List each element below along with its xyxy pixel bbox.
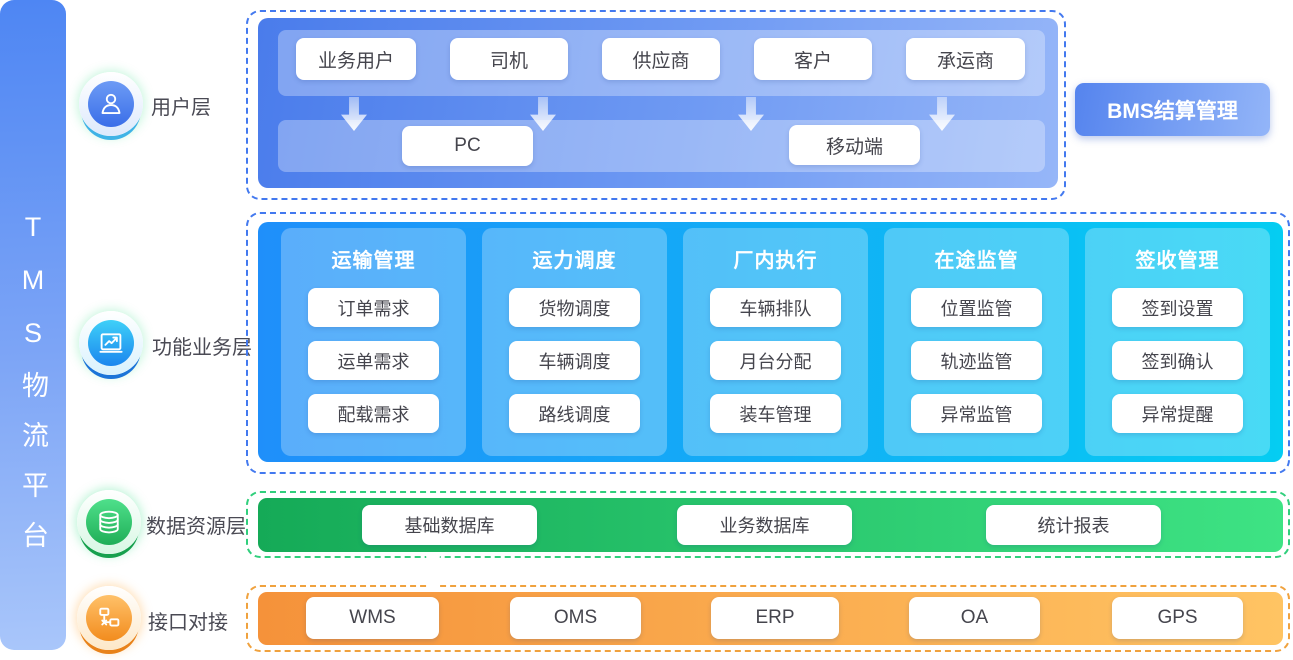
data-layer-section: [246, 491, 1290, 558]
chip-gps[interactable]: GPS: [1112, 597, 1243, 639]
user-icon: [88, 81, 134, 127]
chip-business-database[interactable]: 业务数据库: [677, 505, 852, 545]
function-item-chip[interactable]: 签到设置: [1112, 288, 1243, 327]
chip-oms[interactable]: OMS: [510, 597, 641, 639]
user-layer-icon: [79, 72, 143, 136]
chip-business-user[interactable]: 业务用户: [296, 38, 416, 80]
function-layer-section: [246, 212, 1290, 474]
network-icon: [86, 595, 132, 641]
column-title: 签收管理: [1135, 250, 1220, 272]
bms-settlement-button[interactable]: BMS结算管理: [1075, 83, 1270, 136]
data-layer-icon: [77, 490, 141, 554]
chart-icon: [88, 320, 134, 366]
function-item-chip[interactable]: 货物调度: [509, 288, 640, 327]
data-layer-label: 数据资源层: [146, 516, 246, 538]
function-item-chip[interactable]: 签到确认: [1112, 341, 1243, 380]
interface-layer-icon: [77, 586, 141, 650]
function-item-chip[interactable]: 异常提醒: [1112, 394, 1243, 433]
platform-title: TMS物流平台: [18, 212, 48, 571]
chip-driver[interactable]: 司机: [450, 38, 568, 80]
column-title: 在途监管: [934, 250, 1019, 272]
chip-carrier[interactable]: 承运商: [906, 38, 1025, 80]
interface-layer-label: 接口对接: [148, 612, 228, 634]
chip-oa[interactable]: OA: [909, 597, 1040, 639]
chip-pc[interactable]: PC: [402, 126, 533, 166]
function-item-chip[interactable]: 装车管理: [710, 394, 841, 433]
chip-base-database[interactable]: 基础数据库: [362, 505, 537, 545]
user-layer-label: 用户层: [151, 97, 211, 119]
function-item-chip[interactable]: 配载需求: [308, 394, 439, 433]
function-item-chip[interactable]: 运单需求: [308, 341, 439, 380]
function-column-capacity-scheduling: 运力调度 货物调度 车辆调度 路线调度: [482, 228, 667, 456]
function-item-chip[interactable]: 异常监管: [911, 394, 1042, 433]
function-column-transport-management: 运输管理 订单需求 运单需求 配载需求: [281, 228, 466, 456]
column-title: 运力调度: [532, 250, 617, 272]
database-icon: [86, 499, 132, 545]
platform-sidebar: TMS物流平台: [0, 0, 66, 650]
chip-statistical-reports[interactable]: 统计报表: [986, 505, 1161, 545]
chip-erp[interactable]: ERP: [711, 597, 839, 639]
function-layer-icon: [79, 311, 143, 375]
chip-wms[interactable]: WMS: [306, 597, 439, 639]
function-item-chip[interactable]: 轨迹监管: [911, 341, 1042, 380]
chip-customer[interactable]: 客户: [754, 38, 872, 80]
function-column-sign-off-management: 签收管理 签到设置 签到确认 异常提醒: [1085, 228, 1270, 456]
user-terminals-strip: [278, 120, 1045, 172]
column-title: 厂内执行: [733, 250, 818, 272]
column-title: 运输管理: [331, 250, 416, 272]
user-layer-section: [246, 10, 1066, 200]
chip-supplier[interactable]: 供应商: [602, 38, 720, 80]
function-item-chip[interactable]: 月台分配: [710, 341, 841, 380]
user-layer-panel: 业务用户 司机 供应商 客户 承运商 PC 移动端: [258, 18, 1058, 188]
chip-mobile[interactable]: 移动端: [789, 125, 920, 165]
function-item-chip[interactable]: 路线调度: [509, 394, 640, 433]
function-item-chip[interactable]: 车辆调度: [509, 341, 640, 380]
function-column-in-transit-monitoring: 在途监管 位置监管 轨迹监管 异常监管: [884, 228, 1069, 456]
interface-layer-section: [246, 585, 1290, 652]
function-item-chip[interactable]: 车辆排队: [710, 288, 841, 327]
function-layer-label: 功能业务层: [152, 337, 252, 359]
function-item-chip[interactable]: 位置监管: [911, 288, 1042, 327]
function-item-chip[interactable]: 订单需求: [308, 288, 439, 327]
function-column-in-plant-execution: 厂内执行 车辆排队 月台分配 装车管理: [683, 228, 868, 456]
